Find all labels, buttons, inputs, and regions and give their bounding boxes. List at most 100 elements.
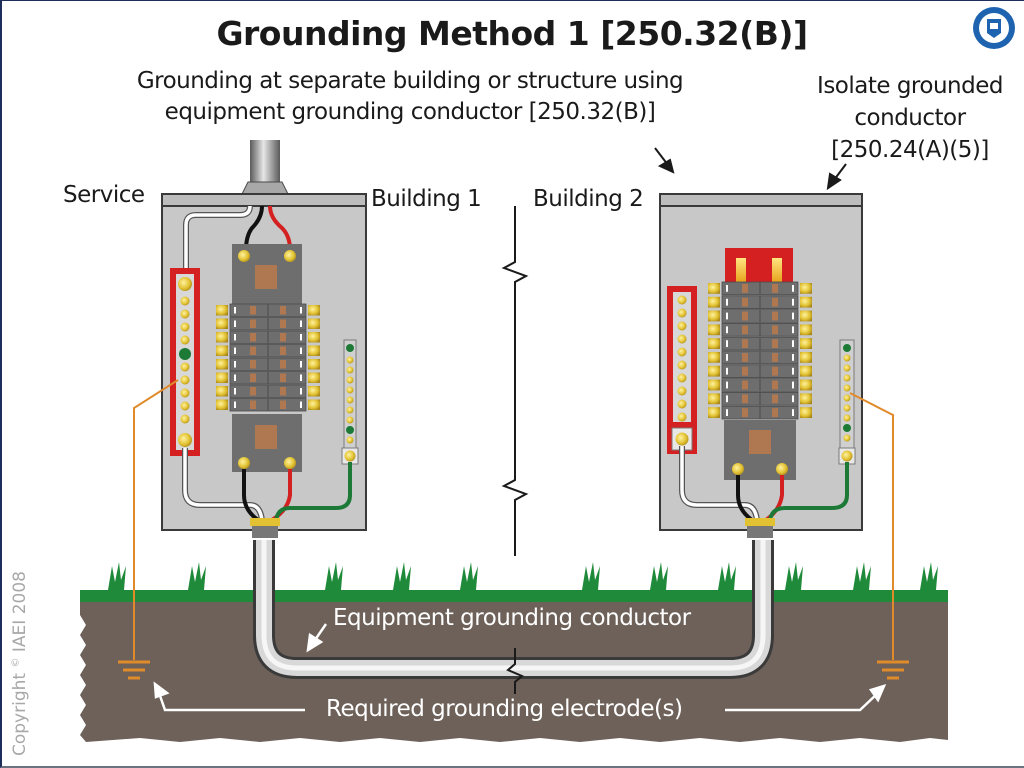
callout-arrows bbox=[153, 147, 887, 712]
service-label: Service bbox=[63, 182, 145, 208]
subpanel-building-2 bbox=[659, 193, 863, 538]
breaker-handle bbox=[250, 360, 256, 369]
breaker-handle bbox=[280, 373, 286, 382]
terminal-screw bbox=[216, 359, 228, 370]
ground-symbol-right bbox=[877, 660, 909, 680]
terminal-screw bbox=[800, 352, 812, 363]
terminal-screw bbox=[708, 365, 720, 377]
breaker-handle bbox=[742, 353, 748, 362]
copyright-owner-year: IAEI 2008 bbox=[10, 571, 30, 653]
terminal-screw bbox=[800, 393, 812, 405]
equipment-grounding-conductor-label: Equipment grounding conductor bbox=[333, 605, 691, 631]
breaker-handle bbox=[772, 297, 778, 307]
terminal-screw bbox=[708, 407, 720, 418]
building-2-label: Building 2 bbox=[533, 186, 644, 212]
breaker-handle bbox=[772, 394, 778, 404]
terminal-screw bbox=[800, 365, 812, 377]
ground-surface bbox=[80, 590, 948, 602]
terminal-screw bbox=[308, 305, 320, 316]
break-line bbox=[501, 206, 529, 694]
terminal-screw bbox=[308, 332, 320, 343]
breaker-row bbox=[708, 295, 812, 309]
terminal-screw bbox=[308, 399, 320, 410]
breaker-handle bbox=[250, 387, 256, 396]
underground-conduit bbox=[253, 540, 774, 679]
breaker-row bbox=[708, 322, 812, 337]
breaker-handle bbox=[742, 408, 748, 417]
terminal-screw bbox=[216, 345, 228, 356]
breaker-row bbox=[708, 378, 812, 392]
breaker-handle bbox=[772, 380, 778, 390]
terminal-screw bbox=[800, 324, 812, 336]
breaker-handle bbox=[280, 346, 286, 355]
breaker-row bbox=[708, 391, 812, 406]
breaker-row bbox=[216, 303, 320, 317]
terminal-screw bbox=[708, 310, 720, 322]
terminal-screw bbox=[216, 332, 228, 343]
breaker-handle bbox=[742, 325, 748, 335]
terminal-screw bbox=[308, 372, 320, 383]
breaker-row bbox=[708, 336, 812, 351]
breaker-handle bbox=[772, 284, 778, 293]
terminal-screw bbox=[800, 407, 812, 418]
grounding-electrode-conductors bbox=[133, 379, 894, 660]
terminal-screw bbox=[800, 379, 812, 391]
copyright-symbol: © bbox=[10, 657, 22, 668]
breaker-handle bbox=[280, 306, 286, 315]
breaker-handle bbox=[772, 325, 778, 335]
bonding-screw bbox=[179, 348, 191, 360]
breaker-handle bbox=[742, 311, 748, 321]
breaker-handle bbox=[250, 306, 256, 315]
note-line-1: Isolate grounded bbox=[817, 73, 1003, 99]
breaker-row bbox=[216, 344, 320, 358]
breaker-row bbox=[708, 405, 812, 420]
breaker-handle bbox=[772, 339, 778, 348]
terminal-screw bbox=[216, 372, 228, 383]
breaker-handle bbox=[772, 366, 778, 376]
breaker-row bbox=[708, 281, 812, 296]
iaei-seal-icon bbox=[973, 7, 1015, 49]
terminal-screw bbox=[216, 305, 228, 316]
breaker-row bbox=[216, 357, 320, 371]
breaker-handle bbox=[772, 408, 778, 417]
terminal-screw bbox=[800, 310, 812, 322]
breaker-handle bbox=[280, 400, 286, 409]
terminal-screw bbox=[708, 379, 720, 391]
breaker-row bbox=[708, 350, 812, 365]
terminal-screw bbox=[308, 386, 320, 397]
terminal-screw bbox=[216, 399, 228, 410]
terminal-screw bbox=[216, 386, 228, 397]
breaker-row bbox=[216, 398, 320, 412]
terminal-screw bbox=[308, 318, 320, 329]
breaker-handle bbox=[742, 380, 748, 390]
copyright-prefix: Copyright bbox=[10, 672, 30, 756]
terminal-screw bbox=[308, 345, 320, 356]
terminal-screw bbox=[708, 296, 720, 308]
breaker-handle bbox=[250, 333, 256, 342]
terminal-screw bbox=[216, 318, 228, 329]
breaker-row bbox=[216, 330, 320, 344]
breaker-handle bbox=[280, 319, 286, 328]
terminal-screw bbox=[708, 283, 720, 294]
breaker-handle bbox=[250, 346, 256, 355]
breaker-row bbox=[708, 364, 812, 378]
breaker-handle bbox=[772, 311, 778, 321]
terminal-screw bbox=[800, 283, 812, 294]
service-panel-building-1 bbox=[161, 193, 367, 538]
note-line-2: conductor bbox=[854, 105, 966, 131]
terminal-screw bbox=[708, 393, 720, 405]
subtitle-line-1: Grounding at separate building or struct… bbox=[136, 68, 684, 94]
breaker-handle bbox=[280, 333, 286, 342]
required-grounding-electrodes-label: Required grounding electrode(s) bbox=[326, 696, 683, 722]
copyright-notice: Copyright © IAEI 2008 bbox=[10, 571, 30, 756]
subtitle-line-2: equipment grounding conductor [250.32(B)… bbox=[164, 99, 656, 125]
grass-tufts bbox=[108, 562, 938, 590]
breaker-handle bbox=[280, 387, 286, 396]
breaker-handle bbox=[742, 284, 748, 293]
ground-symbol-left bbox=[118, 660, 150, 680]
terminal-screw bbox=[708, 324, 720, 336]
breaker-handle bbox=[250, 400, 256, 409]
breaker-row bbox=[216, 317, 320, 331]
note-line-3: [250.24(A)(5)] bbox=[831, 137, 989, 163]
